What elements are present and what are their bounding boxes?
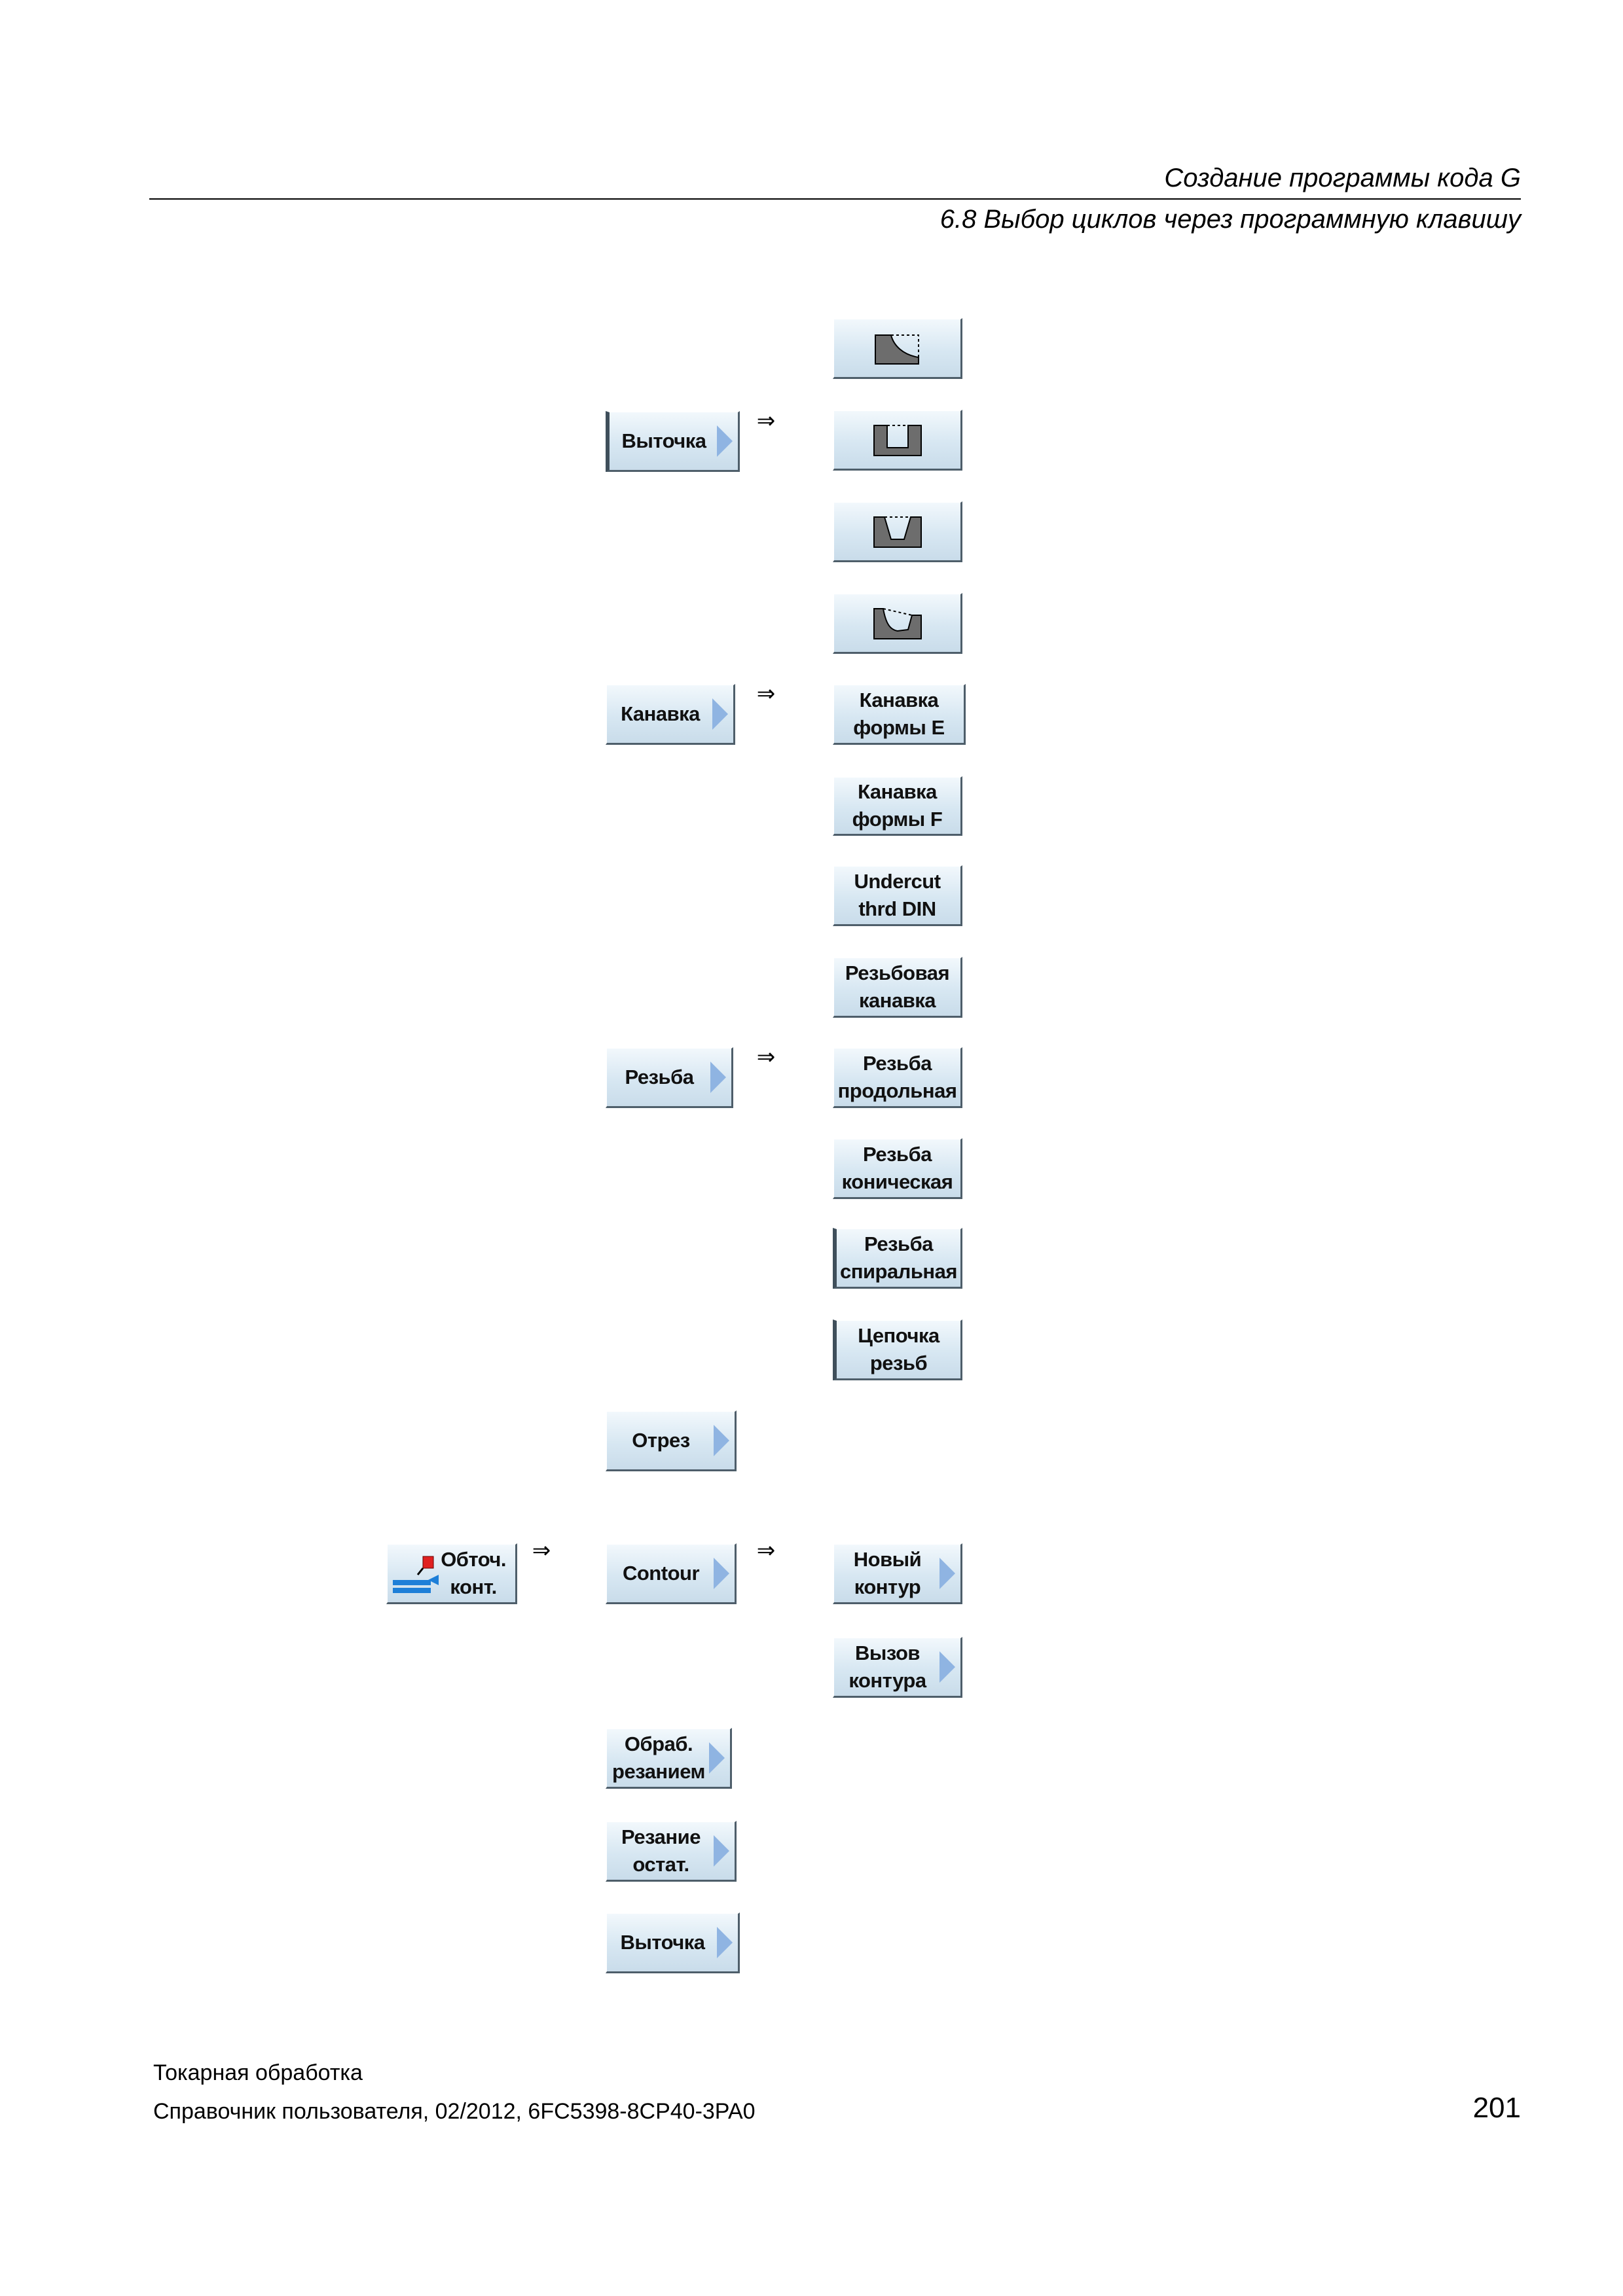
- contour-turning-softkey[interactable]: Обточ. конт.: [386, 1543, 517, 1604]
- contour-turning-icon: [393, 1556, 439, 1593]
- section-title: 6.8 Выбор циклов через программную клави…: [939, 205, 1521, 234]
- contour-turning-label: Обточ. конт.: [441, 1548, 506, 1598]
- chapter-title: Создание программы кода G: [1164, 164, 1521, 192]
- residual-cutting-softkey[interactable]: Резание остат.: [606, 1821, 737, 1882]
- flow-arrow-icon: ⇒: [756, 681, 776, 706]
- groove-softkey[interactable]: Канавка: [606, 684, 735, 745]
- grooving-contour-softkey[interactable]: Выточка: [606, 1912, 740, 1973]
- flow-arrow-icon: ⇒: [756, 1045, 776, 1069]
- flow-arrow-icon: ⇒: [756, 1538, 776, 1563]
- flow-arrow-icon: ⇒: [756, 408, 776, 433]
- contour-softkey[interactable]: Contour: [606, 1543, 737, 1604]
- page-number: 201: [1472, 2092, 1521, 2124]
- undercut-thread-din-softkey[interactable]: Undercut thrd DIN: [833, 865, 962, 926]
- thread-longitudinal-softkey[interactable]: Резьба продольная: [833, 1047, 962, 1108]
- new-contour-softkey[interactable]: Новый контур: [833, 1543, 962, 1604]
- flow-arrow-icon: ⇒: [532, 1538, 551, 1563]
- thread-groove-softkey[interactable]: Резьбовая канавка: [833, 957, 962, 1018]
- stock-removal-pocket-radius-softkey[interactable]: [833, 593, 962, 654]
- rectangular-pocket-icon: [873, 425, 922, 456]
- stock-removal-pocket-taper-softkey[interactable]: [833, 501, 962, 562]
- stock-removal-pocket-softkey[interactable]: [833, 410, 962, 471]
- parting-softkey[interactable]: Отрез: [606, 1410, 737, 1471]
- turning-stock-removal-softkey[interactable]: Выточка: [606, 411, 740, 472]
- undercut-form-e-softkey[interactable]: Канавка формы E: [833, 684, 966, 745]
- thread-chain-softkey[interactable]: Цепочка резьб: [833, 1319, 962, 1380]
- undercut-form-f-softkey[interactable]: Канавка формы F: [833, 776, 962, 836]
- corner-stock-removal-icon: [874, 334, 919, 365]
- thread-face-softkey[interactable]: Резьба спиральная: [833, 1228, 962, 1289]
- header-rule: [149, 198, 1521, 200]
- tapered-pocket-icon: [873, 516, 922, 548]
- call-contour-softkey[interactable]: Вызов контура: [833, 1637, 962, 1698]
- footer-product: Токарная обработка: [153, 2060, 363, 2085]
- stock-removal-corner-softkey[interactable]: [833, 318, 962, 379]
- rounded-pocket-icon: [873, 608, 922, 639]
- footer-manual: Справочник пользователя, 02/2012, 6FC539…: [153, 2099, 756, 2124]
- thread-taper-softkey[interactable]: Резьба коническая: [833, 1138, 962, 1199]
- thread-softkey[interactable]: Резьба: [606, 1047, 733, 1108]
- stock-removal-cutting-softkey[interactable]: Обраб. резанием: [606, 1728, 732, 1789]
